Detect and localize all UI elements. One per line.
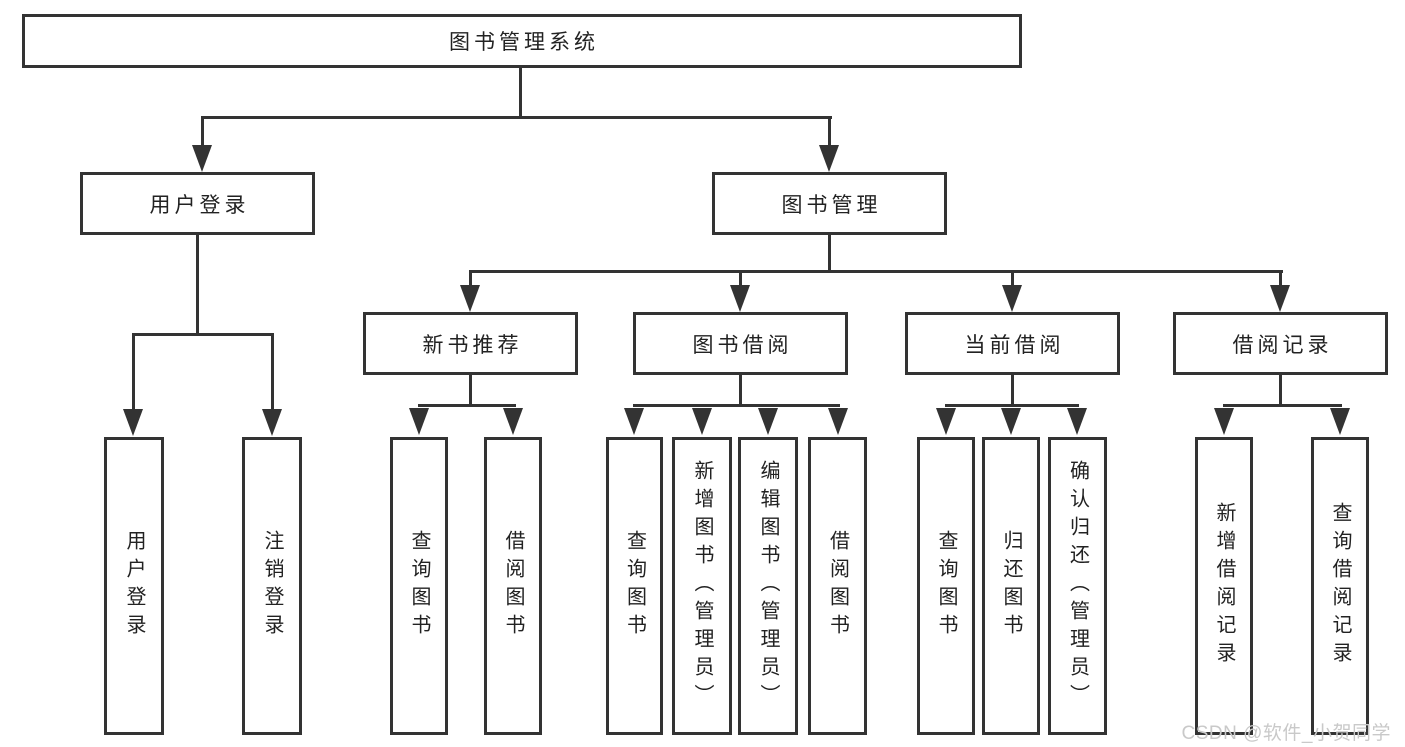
connector-line [1223, 404, 1342, 407]
connector-line [739, 375, 742, 406]
connector-line [196, 235, 199, 335]
arrow-down-icon [936, 408, 956, 435]
csdn-watermark: CSDN @软件_小贺同学 [1181, 723, 1391, 744]
arrow-down-icon [460, 285, 480, 312]
arrow-down-icon [503, 408, 523, 435]
leaf-query-borrow-record: 查询借阅记录 [1311, 437, 1369, 735]
arrow-down-icon [1002, 285, 1022, 312]
arrow-down-icon [758, 408, 778, 435]
connector-line [739, 270, 742, 286]
node-label: 新书推荐 [422, 333, 523, 357]
leaf-logout: 注销登录 [242, 437, 302, 735]
leaf-query-books-recommend: 查询图书 [390, 437, 448, 735]
arrow-down-icon [1270, 285, 1290, 312]
connector-line [1011, 270, 1014, 286]
arrow-down-icon [730, 285, 750, 312]
connector-line [469, 270, 472, 286]
leaf-label: 注销登录 [261, 530, 283, 642]
arrow-down-icon [192, 145, 212, 172]
leaf-user-login: 用户登录 [104, 437, 164, 735]
connector-line [945, 404, 1079, 407]
arrow-down-icon [1330, 408, 1350, 435]
node-book-borrowing: 图书借阅 [633, 312, 848, 375]
connector-line [633, 404, 840, 407]
node-label: 当前借阅 [964, 333, 1065, 357]
arrow-down-icon [123, 409, 143, 436]
connector-line [271, 333, 274, 409]
node-current-borrowing: 当前借阅 [905, 312, 1120, 375]
connector-line [1279, 375, 1282, 406]
leaf-add-books-admin: 新增图书（管理员） [672, 437, 732, 735]
node-new-book-recommend: 新书推荐 [363, 312, 578, 375]
node-user-login: 用户登录 [80, 172, 315, 235]
leaf-borrow-books-recommend: 借阅图书 [484, 437, 542, 735]
leaf-label: 归还图书 [1000, 530, 1022, 642]
arrow-down-icon [1214, 408, 1234, 435]
leaf-edit-books-admin: 编辑图书（管理员） [738, 437, 798, 735]
node-label: 用户登录 [149, 193, 250, 217]
connector-line [519, 68, 522, 118]
leaf-label: 借阅图书 [826, 530, 849, 642]
leaf-confirm-return-admin: 确认归还（管理员） [1048, 437, 1107, 735]
arrow-down-icon [692, 408, 712, 435]
leaf-label: 查询图书 [935, 530, 957, 642]
node-borrowing-records: 借阅记录 [1173, 312, 1388, 375]
arrow-down-icon [1001, 408, 1021, 435]
leaf-return-books: 归还图书 [982, 437, 1040, 735]
connector-line [828, 235, 831, 272]
arrow-down-icon [409, 408, 429, 435]
leaf-query-books-current: 查询图书 [917, 437, 975, 735]
node-library-system: 图书管理系统 [22, 14, 1022, 68]
node-book-management: 图书管理 [712, 172, 947, 235]
leaf-label: 查询借阅记录 [1329, 502, 1351, 670]
arrow-down-icon [262, 409, 282, 436]
arrow-down-icon [1067, 408, 1087, 435]
leaf-label: 查询图书 [408, 530, 430, 642]
connector-line [469, 270, 1283, 273]
arrow-down-icon [624, 408, 644, 435]
leaf-borrow-books: 借阅图书 [808, 437, 867, 735]
leaf-add-borrow-record: 新增借阅记录 [1195, 437, 1253, 735]
connector-line [132, 333, 274, 336]
node-label: 图书管理系统 [449, 31, 599, 54]
connector-line [1011, 375, 1014, 406]
node-label: 借阅记录 [1232, 333, 1333, 357]
connector-line [418, 404, 516, 407]
leaf-label: 用户登录 [123, 530, 145, 642]
connector-line [132, 333, 135, 409]
connector-line [1279, 270, 1282, 286]
leaf-label: 查询图书 [623, 530, 646, 642]
connector-line [828, 116, 831, 146]
arrow-down-icon [819, 145, 839, 172]
leaf-label: 编辑图书（管理员） [757, 460, 779, 712]
node-label: 图书管理 [781, 193, 882, 217]
leaf-label: 借阅图书 [502, 530, 524, 642]
connector-line [469, 375, 472, 406]
arrow-down-icon [828, 408, 848, 435]
leaf-query-books: 查询图书 [606, 437, 663, 735]
leaf-label: 确认归还（管理员） [1066, 460, 1089, 712]
leaf-label: 新增借阅记录 [1213, 502, 1235, 670]
connector-line [201, 116, 832, 119]
connector-line [201, 116, 204, 146]
leaf-label: 新增图书（管理员） [691, 460, 713, 712]
node-label: 图书借阅 [692, 333, 793, 357]
